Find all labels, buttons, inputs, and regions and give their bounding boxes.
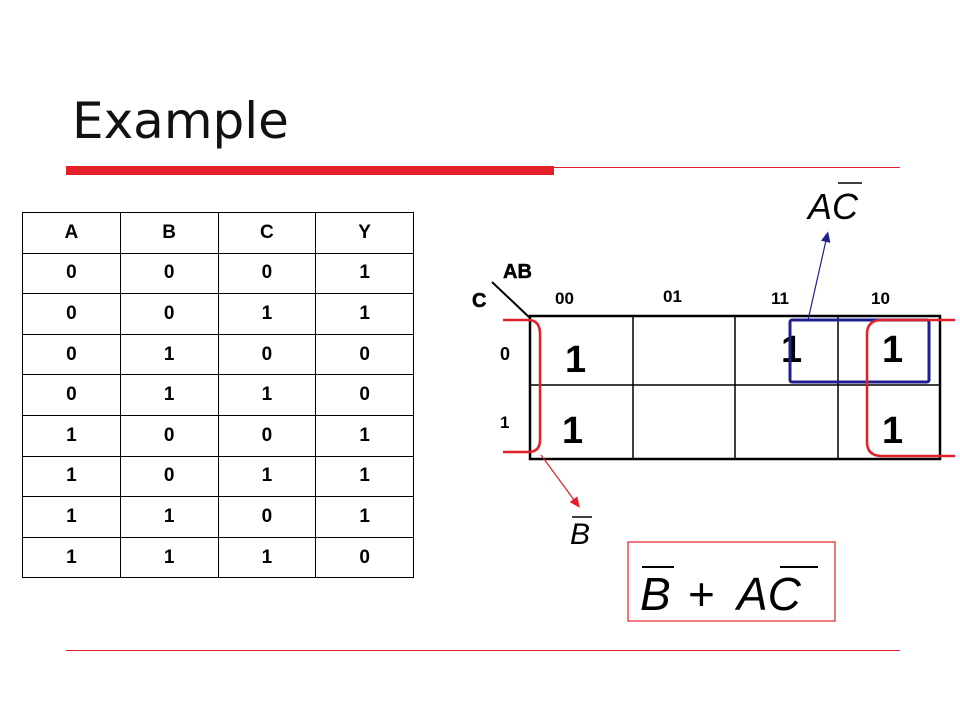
kmap-cell: 1 (882, 410, 903, 452)
col-label: 11 (771, 289, 789, 308)
cell: 1 (217, 536, 317, 579)
corner-label-c: C (472, 290, 486, 312)
kmap-cell: 1 (882, 329, 903, 371)
col-label: 00 (555, 289, 574, 308)
arrow-to-ac (807, 231, 831, 321)
result-expression: B + AC (640, 566, 818, 620)
cell: 1 (217, 374, 317, 416)
term-ac-text: AC (806, 186, 859, 227)
cell: 1 (119, 536, 219, 579)
row-label: 1 (500, 413, 509, 432)
corner-diagonal (491, 281, 531, 319)
slide-title: Example (72, 92, 289, 150)
col-label: 10 (871, 289, 890, 308)
kmap-cell: 1 (565, 339, 586, 381)
cell: 1 (315, 496, 414, 538)
title-underline-thick (66, 166, 554, 175)
cell: 1 (315, 414, 414, 457)
result-ac: AC (734, 568, 802, 620)
kmap-cell: 1 (562, 410, 583, 452)
group-b-right-bracket (865, 318, 955, 458)
kmap-cell: 1 (781, 329, 802, 371)
header-b: B (119, 212, 219, 254)
row-label: 0 (500, 344, 510, 364)
cell: 1 (315, 252, 414, 295)
term-ac-label: AC (806, 182, 862, 227)
cell: 1 (119, 333, 219, 376)
cell: 1 (119, 496, 219, 538)
cell: 1 (22, 536, 121, 579)
cell: 1 (119, 374, 219, 416)
cell: 1 (22, 455, 121, 498)
cell: 0 (217, 496, 317, 538)
cell: 0 (315, 374, 414, 416)
cell: 1 (315, 293, 414, 335)
cell: 0 (22, 374, 121, 416)
term-b-label: B (570, 516, 592, 551)
result-plus: + (688, 568, 715, 620)
cell: 0 (217, 333, 317, 376)
cell: 0 (217, 414, 317, 457)
group-b-left-bracket (503, 318, 542, 454)
result-b: B (640, 568, 671, 620)
arrow-to-b (540, 454, 580, 508)
kmap-grid (528, 314, 942, 461)
col-label: 01 (663, 287, 682, 306)
cell: 1 (315, 455, 414, 498)
group-ac-outline (788, 318, 931, 384)
title-underline-thin (554, 167, 900, 168)
term-b-text: B (570, 518, 590, 551)
corner-label-ab: AB (503, 261, 532, 283)
cell: 0 (315, 333, 414, 376)
cell: 0 (315, 536, 414, 579)
result-box (627, 541, 836, 622)
footer-rule (66, 650, 900, 651)
cell: 0 (22, 333, 121, 376)
cell: 1 (217, 293, 317, 335)
